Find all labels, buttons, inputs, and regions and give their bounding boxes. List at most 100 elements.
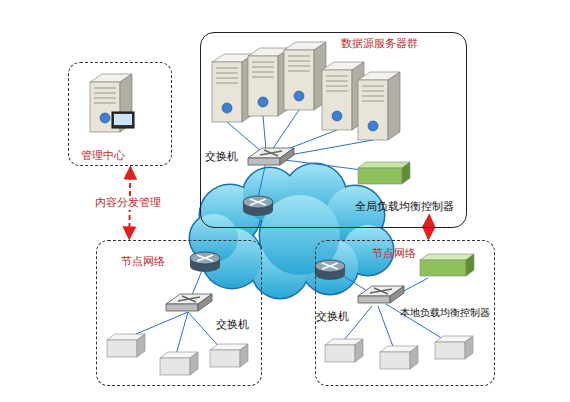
server-slot <box>252 62 274 63</box>
server-badge <box>368 121 378 131</box>
global-balancer-device <box>358 162 410 184</box>
device-name: 全局负载均衡控制器 <box>355 200 454 214</box>
endpoint-box-front <box>160 358 190 375</box>
server-front <box>248 56 278 116</box>
device-name: 本地负载均衡控制器 <box>400 306 490 320</box>
router-arrows <box>322 263 338 269</box>
switch-arrows <box>370 288 392 294</box>
router-top <box>190 252 220 264</box>
server-icon <box>284 42 326 110</box>
switch-side <box>198 294 212 311</box>
server-slot <box>252 77 274 78</box>
server-front <box>358 80 388 140</box>
network-group: 节点网络交换机 <box>96 240 262 386</box>
server-slot <box>362 91 384 92</box>
endpoint-box-side <box>410 346 418 369</box>
server-badge <box>332 111 342 121</box>
local-balancer-device-side <box>466 254 474 276</box>
server-front <box>212 62 242 122</box>
server-front <box>322 70 352 130</box>
router-icon <box>315 260 345 280</box>
server-badge <box>294 91 304 101</box>
server-slot <box>362 86 384 87</box>
group-title: 数据源服务器群 <box>341 37 418 51</box>
server-slot <box>216 83 238 84</box>
server-slot <box>288 61 310 62</box>
switch-side <box>280 148 294 165</box>
server-badge <box>222 103 232 113</box>
endpoint-box-side <box>137 334 145 357</box>
endpoint-box-side <box>355 339 363 362</box>
router-top <box>315 260 345 272</box>
server-slot <box>94 93 116 94</box>
router-arrows <box>197 255 213 261</box>
endpoint-box <box>210 344 248 367</box>
local-balancer-device-front <box>420 260 466 276</box>
device-label: 交换机 <box>316 310 349 324</box>
edge-label: 内容分发管理 <box>93 196 163 210</box>
management-arrow <box>427 215 430 239</box>
device-name: 交换机 <box>316 310 349 324</box>
global-balancer-device-front <box>358 168 402 184</box>
endpoint-box-side <box>190 352 198 375</box>
endpoint-box-side <box>240 344 248 367</box>
group-title: 节点网络 <box>372 247 416 261</box>
server-slot <box>326 81 348 82</box>
network-wires <box>122 110 448 358</box>
monitor-screen <box>114 114 132 125</box>
server-slot <box>288 71 310 72</box>
switch-arrows <box>260 150 282 156</box>
server-slot <box>216 68 238 69</box>
server-slot <box>252 67 274 68</box>
switch-side <box>390 286 404 303</box>
server-icon <box>90 74 132 132</box>
device-name: 交换机 <box>216 318 249 332</box>
endpoint-box <box>325 339 363 362</box>
network-group: 数据源服务器群交换机全局负载均衡控制器 <box>200 32 467 228</box>
switch-icon <box>248 148 294 165</box>
group-title: 节点网络 <box>121 255 165 269</box>
server-slot <box>94 103 116 104</box>
server-slot <box>362 101 384 102</box>
server-icon <box>212 54 254 122</box>
network-group: 管理中心 <box>68 62 172 166</box>
endpoint-box-front <box>107 340 137 357</box>
server-slot <box>252 72 274 73</box>
endpoint-box <box>435 336 473 359</box>
device-label: 交换机 <box>216 318 249 332</box>
server-slot <box>216 78 238 79</box>
server-slot <box>94 98 116 99</box>
group-title: 管理中心 <box>81 149 125 163</box>
router-icon <box>190 252 220 272</box>
server-slot <box>216 73 238 74</box>
switch-front <box>166 304 198 311</box>
endpoint-box <box>107 334 145 357</box>
device-label: 本地负载均衡控制器 <box>400 306 490 320</box>
switch-front <box>358 296 390 303</box>
router-icon <box>243 196 273 216</box>
server-badge <box>258 97 268 107</box>
endpoint-box-front <box>380 352 410 369</box>
router-top <box>243 196 273 208</box>
switch-arrows <box>178 296 200 302</box>
device-name: 交换机 <box>205 150 238 164</box>
server-slot <box>326 86 348 87</box>
switch-icon <box>166 294 212 311</box>
global-balancer-device-top <box>358 162 410 168</box>
endpoint-box <box>380 346 418 369</box>
endpoint-box-front <box>325 345 355 362</box>
local-balancer-device <box>420 254 474 276</box>
monitor-icon <box>112 112 134 128</box>
local-balancer-device-top <box>420 254 474 260</box>
server-slot <box>326 91 348 92</box>
server-slot <box>288 56 310 57</box>
server-slot <box>362 96 384 97</box>
server-side <box>388 72 400 140</box>
switch-icon <box>358 286 404 303</box>
device-label: 交换机 <box>205 150 238 164</box>
server-badge <box>100 113 110 123</box>
server-slot <box>94 88 116 89</box>
endpoint-box-front <box>435 342 465 359</box>
global-balancer-device-side <box>402 162 410 184</box>
